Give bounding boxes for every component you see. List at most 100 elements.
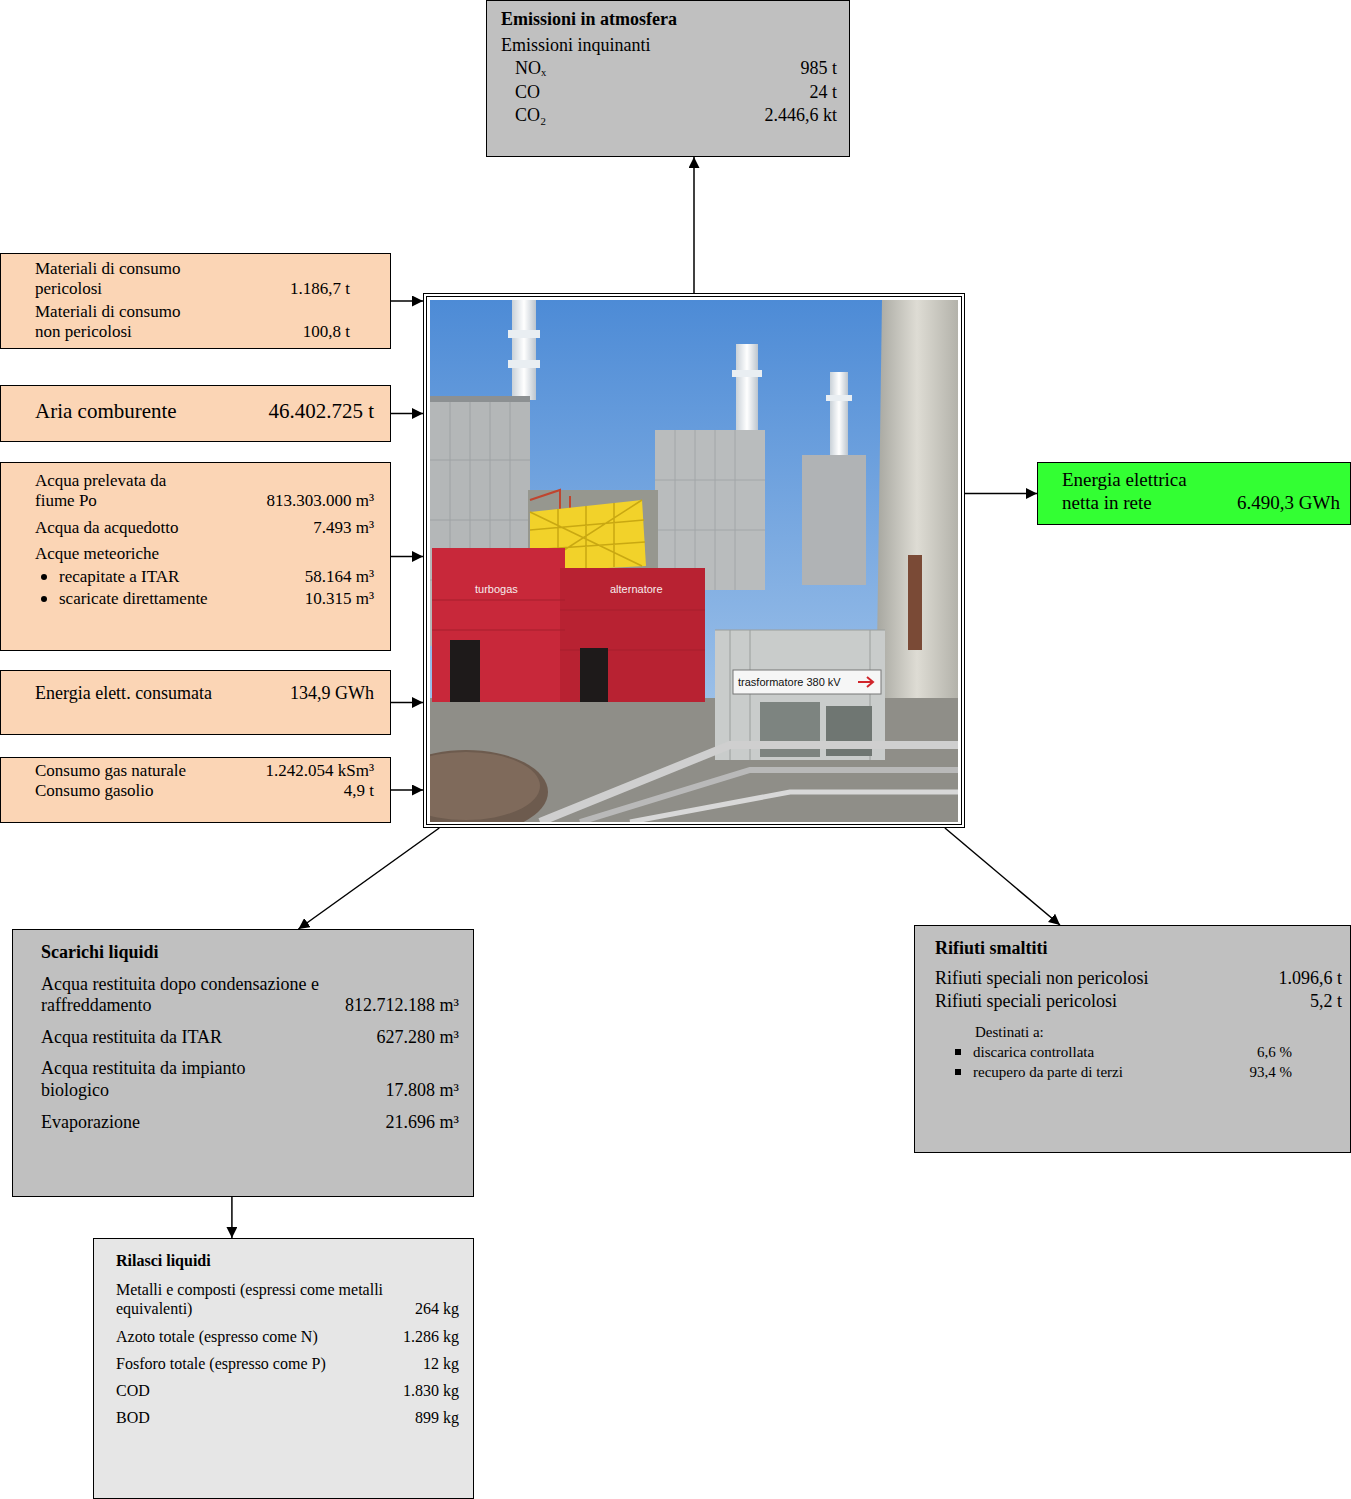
item-value: 627.280 m³ — [367, 1027, 459, 1049]
item-label: Acqua restituita da impianto biologico — [41, 1058, 316, 1101]
item-label: Fosforo totale (espresso come P) — [116, 1354, 326, 1373]
text-row: Metalli e composti (espressi come metall… — [116, 1280, 459, 1318]
text-row: Acqua restituita dopo condensazione e ra… — [41, 974, 459, 1017]
item-value: 46.402.725 t — [258, 399, 374, 424]
flow-arrow — [965, 493, 1037, 495]
text-row: NOₓ 985 t — [501, 58, 837, 80]
item-value: 134,9 GWh — [280, 683, 374, 705]
item-label: Materiali di consumo pericolosi — [35, 259, 210, 300]
text-row: recapitate a ITAR 58.164 m³ — [35, 567, 374, 587]
flow-arrow — [231, 1197, 233, 1238]
text-row: Acqua da acquedotto7.493 m³ — [35, 518, 374, 538]
item-label: Consumo gas naturale — [35, 761, 186, 781]
item-label: Evaporazione — [41, 1112, 140, 1134]
item-value: 899 kg — [405, 1408, 459, 1427]
item-value: 813.303.000 m³ — [256, 491, 374, 511]
input-box: Acqua prelevata da fiume Po 813.303.000 m… — [0, 462, 391, 651]
text-row: Aria comburente 46.402.725 t — [35, 399, 374, 424]
item-value: 5,2 t — [1300, 991, 1342, 1013]
item-value: 4,9 t — [334, 781, 374, 801]
text-row: Emissioni inquinanti — [501, 35, 837, 57]
text-row: Acqua restituita da impianto biologico 17… — [41, 1058, 459, 1101]
input-box: Energia elett. consumata 134,9 GWh — [0, 670, 391, 735]
flow-arrow — [693, 157, 695, 293]
item-label: recupero da parte di terzi — [973, 1063, 1123, 1081]
item-label: BOD — [116, 1408, 150, 1427]
text-row: CO24 t — [501, 82, 837, 104]
item-value: 1.286 kg — [393, 1327, 459, 1346]
item-label: Consumo gasolio — [35, 781, 154, 801]
item-label: CO — [515, 82, 540, 104]
item-label: Azoto totale (espresso come N) — [116, 1327, 318, 1346]
item-value: 17.808 m³ — [376, 1080, 459, 1102]
item-label: Acqua restituita da ITAR — [41, 1027, 222, 1049]
item-label: Rifiuti speciali non pericolosi — [935, 968, 1148, 990]
item-label: discarica controllata — [973, 1043, 1094, 1061]
text-row: Acqua prelevata da fiume Po 813.303.000 m… — [35, 471, 374, 512]
text-row: Energia elett. consumata 134,9 GWh — [35, 683, 374, 705]
item-value: 812.712.188 m³ — [335, 995, 459, 1017]
flow-arrow — [945, 828, 1060, 925]
photo-label: turbogas — [475, 582, 518, 596]
item-label: Energia elett. consumata — [35, 683, 212, 705]
box-heading: Scarichi liquidi — [41, 942, 159, 964]
input-box: Materiali di consumo pericolosi 1.186,7 t… — [0, 253, 391, 349]
text-row: Azoto totale (espresso come N) 1.286 kg — [116, 1327, 459, 1346]
item-label: Aria comburente — [35, 399, 177, 424]
text-row: Rifiuti speciali non pericolosi 1.096,6 t — [935, 968, 1342, 990]
text-row: Rifiuti speciali pericolosi 5,2 t — [935, 991, 1342, 1013]
photo-label: alternatore — [610, 582, 663, 596]
text-row: scaricate direttamente 10.315 m³ — [35, 589, 374, 609]
text-row: BOD 899 kg — [116, 1408, 459, 1427]
energy-output-box: Energia elettrica netta in rete6.490,3 G… — [1037, 462, 1351, 525]
item-value: 1.186,7 t — [280, 279, 350, 299]
box-heading: Rifiuti smaltiti — [935, 938, 1048, 960]
release-box: Rilasci liquidiMetalli e composti (espre… — [93, 1238, 474, 1499]
output-box: Emissioni in atmosferaEmissioni inquinan… — [486, 0, 850, 157]
text-row: Acque meteoriche — [35, 544, 374, 564]
box-heading: Rilasci liquidi — [116, 1251, 211, 1270]
flow-arrow — [391, 300, 423, 302]
output-box: Scarichi liquidiAcqua restituita dopo co… — [12, 929, 474, 1197]
item-label: Materiali di consumo non pericolosi — [35, 302, 210, 343]
item-value: 985 t — [790, 58, 837, 80]
item-label: Emissioni inquinanti — [501, 35, 651, 57]
text-row: Destinati a: — [935, 1023, 1342, 1041]
item-value: 2.446,6 kt — [754, 105, 837, 127]
item-label: Energia elettrica netta in rete — [1062, 469, 1227, 515]
item-label: Destinati a: — [975, 1023, 1044, 1041]
text-row: Scarichi liquidi — [41, 942, 459, 964]
item-value: 1.096,6 t — [1268, 968, 1342, 990]
text-row: Materiali di consumo non pericolosi 100,8… — [35, 302, 350, 343]
bullet-square — [955, 1069, 961, 1075]
text-row: Evaporazione 21.696 m³ — [41, 1112, 459, 1134]
item-value: 264 kg — [405, 1299, 459, 1318]
text-row: CO₂2.446,6 kt — [501, 105, 837, 127]
flow-arrow — [391, 556, 423, 558]
item-value: 100,8 t — [293, 322, 350, 342]
bullet-square — [955, 1049, 961, 1055]
item-value: 1.830 kg — [393, 1381, 459, 1400]
item-label: recapitate a ITAR — [59, 567, 179, 587]
item-value: 58.164 m³ — [295, 567, 374, 587]
item-label: NOₓ — [515, 58, 546, 80]
item-value: 93,4 % — [1240, 1063, 1293, 1081]
text-row: Emissioni in atmosfera — [501, 9, 837, 31]
bullet-dot — [41, 574, 47, 580]
item-label: Metalli e composti (espressi come metall… — [116, 1280, 405, 1318]
item-value: 10.315 m³ — [295, 589, 374, 609]
text-row: Consumo gas naturale1.242.054 kSm³ — [35, 761, 374, 781]
plant-photo-frame: turbogasalternatoretrasformatore 380 kV — [423, 293, 965, 828]
flow-arrow — [298, 828, 439, 929]
item-label: Acqua da acquedotto — [35, 518, 179, 538]
text-row: Materiali di consumo pericolosi 1.186,7 t — [35, 259, 350, 300]
item-label: Acqua prelevata da fiume Po — [35, 471, 210, 512]
item-value: 12 kg — [413, 1354, 459, 1373]
flow-arrow — [391, 702, 423, 704]
text-row: Rifiuti smaltiti — [935, 938, 1342, 960]
item-label: scaricate direttamente — [59, 589, 208, 609]
item-label: Rifiuti speciali pericolosi — [935, 991, 1117, 1013]
item-value: 21.696 m³ — [376, 1112, 459, 1134]
flow-arrow — [391, 789, 423, 791]
